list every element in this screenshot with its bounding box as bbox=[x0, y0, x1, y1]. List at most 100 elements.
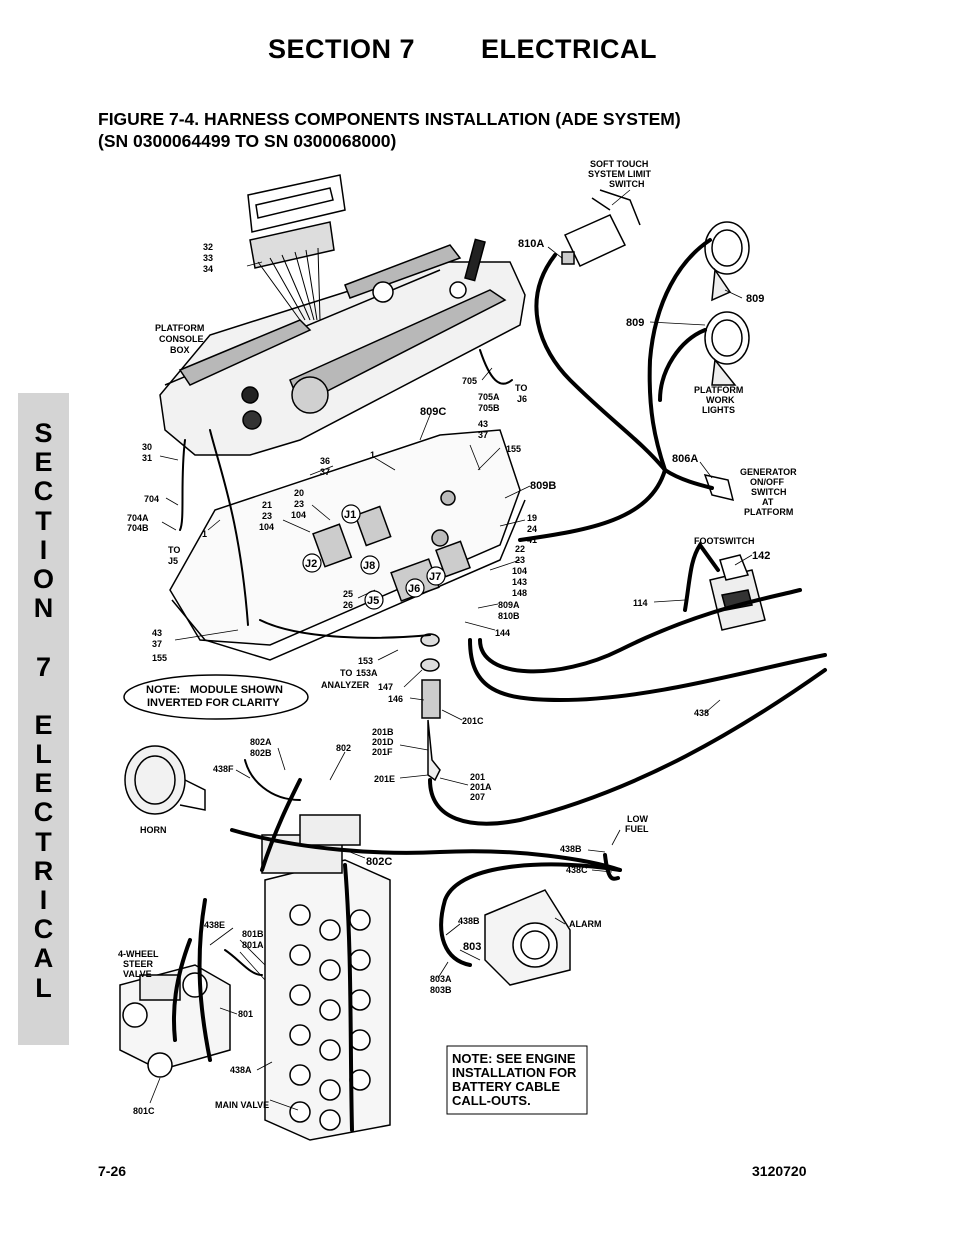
label-work: WORK bbox=[706, 395, 735, 405]
callout-1-upper: 1 bbox=[370, 450, 375, 460]
callout-810B: 810B bbox=[498, 611, 520, 621]
callout-806A: 806A bbox=[672, 453, 698, 465]
j8-label: J8 bbox=[363, 560, 375, 572]
label-alarm: ALARM bbox=[569, 919, 602, 929]
callout-438F: 438F bbox=[213, 764, 234, 774]
callout-809C: 809C bbox=[420, 406, 446, 418]
callout-1-lower: 1 bbox=[202, 529, 207, 539]
j8-marker bbox=[360, 555, 380, 575]
label-generator: GENERATOR bbox=[740, 467, 797, 477]
callout-201: 201 bbox=[470, 772, 485, 782]
callout-809A: 809A bbox=[498, 600, 520, 610]
callout-23-a: 23 bbox=[294, 499, 304, 509]
callout-810A: 810A bbox=[518, 238, 544, 250]
side-tab-letter: T bbox=[35, 826, 52, 857]
callout-803B: 803B bbox=[430, 985, 452, 995]
callout-25: 25 bbox=[343, 589, 353, 599]
callout-21: 21 bbox=[262, 500, 272, 510]
j7-label: J7 bbox=[429, 571, 441, 583]
j5-marker bbox=[364, 590, 384, 610]
harness-wires bbox=[171, 238, 827, 1132]
label-low: LOW bbox=[627, 814, 648, 824]
callout-146: 146 bbox=[388, 694, 403, 704]
label-to-j5-to: TO bbox=[168, 545, 180, 555]
callout-801C: 801C bbox=[133, 1106, 155, 1116]
side-tab-letter: L bbox=[35, 739, 52, 770]
callout-438-engine: 438 bbox=[694, 708, 709, 718]
side-tab-letter: L bbox=[35, 972, 52, 1003]
label-horn: HORN bbox=[140, 825, 167, 835]
label-soft-touch: SOFT TOUCH bbox=[590, 159, 648, 169]
side-tab-letter: 7 bbox=[35, 651, 52, 682]
label-4-wheel: 4-WHEEL bbox=[118, 949, 159, 959]
side-tab-letter: E bbox=[34, 768, 53, 799]
side-tab-letter: C bbox=[33, 476, 54, 507]
callout-37-mid: 37 bbox=[320, 467, 330, 477]
callout-704B: 704B bbox=[127, 523, 149, 533]
callout-809B: 809B bbox=[530, 480, 556, 492]
j5-label: J5 bbox=[367, 595, 379, 607]
callout-19: 19 bbox=[527, 513, 537, 523]
side-tab-letter: C bbox=[33, 914, 54, 945]
figure-title-line2: (SN 0300064499 TO SN 0300068000) bbox=[98, 131, 397, 151]
callout-43-upper: 43 bbox=[478, 419, 488, 429]
callout-704A: 704A bbox=[127, 513, 149, 523]
callout-705A: 705A bbox=[478, 392, 500, 402]
callout-104-a: 104 bbox=[291, 510, 306, 520]
engine-note-line2: INSTALLATION FOR bbox=[452, 1065, 577, 1080]
callout-438C: 438C bbox=[566, 865, 588, 875]
callout-26: 26 bbox=[343, 600, 353, 610]
j1-label: J1 bbox=[344, 509, 356, 521]
label-gen-switch: SWITCH bbox=[751, 487, 787, 497]
label-gen-platform: PLATFORM bbox=[744, 507, 793, 517]
j2-label: J2 bbox=[305, 558, 317, 570]
callout-143: 143 bbox=[512, 577, 527, 587]
figure-title-line1: FIGURE 7-4. HARNESS COMPONENTS INSTALLAT… bbox=[98, 109, 681, 129]
callout-114: 114 bbox=[633, 598, 648, 608]
platform-console-box bbox=[159, 238, 526, 456]
label-footswitch: FOOTSWITCH bbox=[694, 536, 755, 546]
j2-marker bbox=[302, 553, 322, 573]
label-to-analyzer-to: TO bbox=[340, 668, 352, 678]
label-to-j5-j5: J5 bbox=[168, 556, 178, 566]
callout-438E: 438E bbox=[204, 920, 225, 930]
side-tab-letter: S bbox=[34, 418, 53, 448]
label-gen-at: AT bbox=[762, 497, 774, 507]
figure-title: FIGURE 7-4. HARNESS COMPONENTS INSTALLAT… bbox=[98, 108, 681, 152]
callout-22: 22 bbox=[515, 544, 525, 554]
callout-leaders bbox=[149, 189, 753, 1111]
j6-label: J6 bbox=[408, 583, 420, 595]
side-tab-letter: C bbox=[33, 797, 54, 828]
callout-201B: 201B bbox=[372, 727, 394, 737]
j6-marker bbox=[405, 578, 425, 598]
callout-31: 31 bbox=[142, 453, 152, 463]
callout-201E: 201E bbox=[374, 774, 395, 784]
footswitch bbox=[709, 554, 766, 631]
callout-803: 803 bbox=[463, 941, 481, 953]
module-note-line2: INVERTED FOR CLARITY bbox=[147, 697, 280, 709]
document-number: 3120720 bbox=[752, 1163, 807, 1179]
callout-104-c: 104 bbox=[512, 566, 527, 576]
section-side-tab: S E C T I O N 7 E L E C T R I C A L bbox=[18, 393, 69, 1045]
engine-note-line3: BATTERY CABLE bbox=[452, 1079, 560, 1094]
callout-207: 207 bbox=[470, 792, 485, 802]
module-note-prefix: NOTE: bbox=[146, 684, 180, 696]
main-valve bbox=[261, 814, 391, 1141]
label-platform: PLATFORM bbox=[155, 323, 204, 333]
platform-work-lights bbox=[704, 221, 750, 386]
side-tab-letter: E bbox=[34, 709, 53, 740]
callout-24: 24 bbox=[527, 524, 537, 534]
callout-438B-alarm: 438B bbox=[458, 916, 480, 926]
callout-201C: 201C bbox=[462, 716, 484, 726]
callout-37-upper: 37 bbox=[478, 430, 488, 440]
label-valve: VALVE bbox=[123, 969, 152, 979]
callout-155-upper: 155 bbox=[506, 444, 521, 454]
callout-704: 704 bbox=[144, 494, 159, 504]
callout-438A: 438A bbox=[230, 1065, 252, 1075]
engine-note-line1: NOTE: SEE ENGINE bbox=[452, 1051, 576, 1066]
side-tab-letter: I bbox=[39, 885, 48, 915]
callout-705: 705 bbox=[462, 376, 477, 386]
callout-30: 30 bbox=[142, 442, 152, 452]
